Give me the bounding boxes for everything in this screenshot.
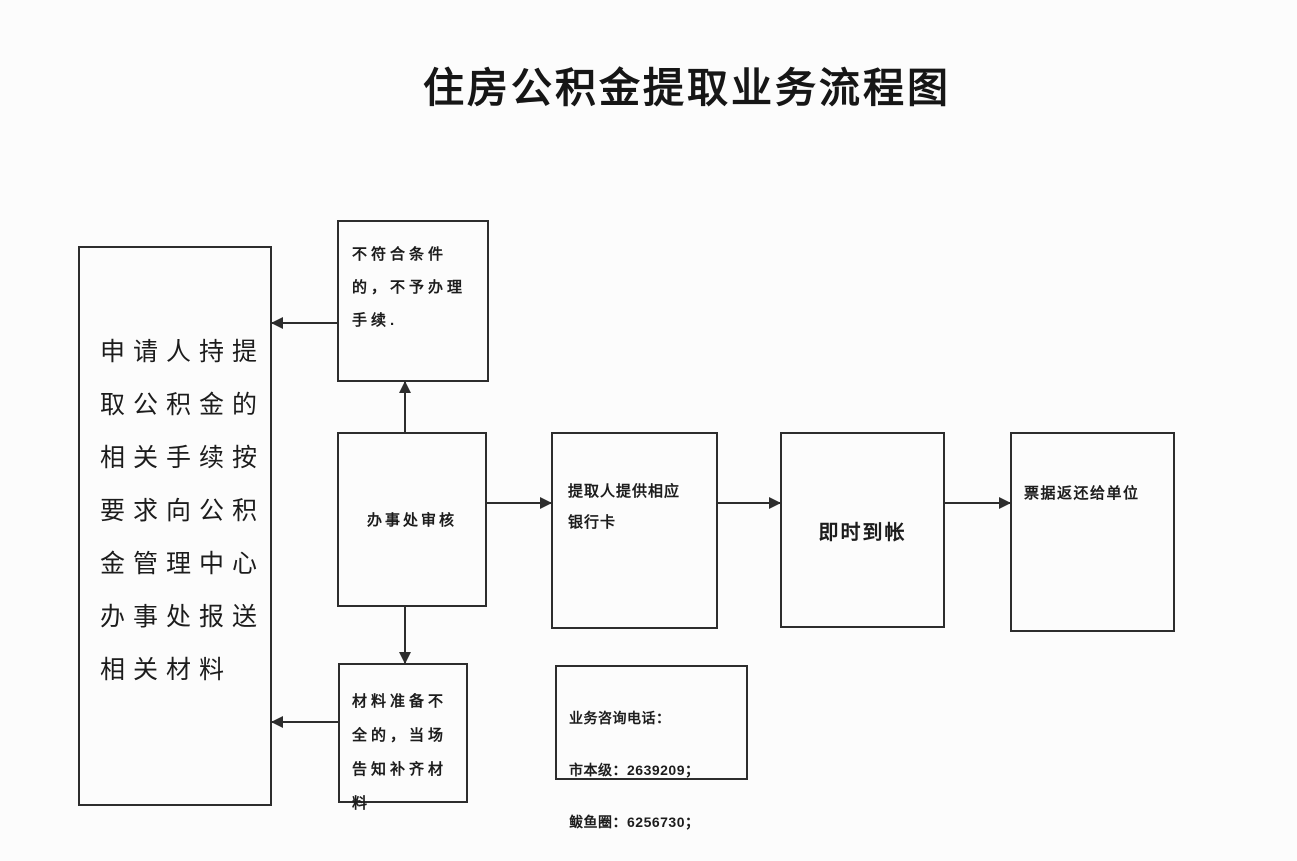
arrow-review-to-incomplete <box>399 607 411 664</box>
node-applicant-text: 申请人持提 取公积金的 相关手续按 要求向公积 金管理中心 办事处报送 相关材料 <box>100 338 266 684</box>
node-bank-card-text: 提取人提供相应 银行卡 <box>568 483 681 531</box>
arrow-instant-to-return <box>945 497 1011 509</box>
node-instant-credit: 即时到帐 <box>780 432 945 628</box>
node-incomplete-materials-text: 材料准备不 全的，当场 告知补齐材 料 <box>352 693 448 812</box>
node-hotline: 业务咨询电话： 市本级：2639209； 鲅鱼圈：6256730； <box>555 665 748 830</box>
arrow-review-to-reject <box>399 381 411 432</box>
arrow-bankcard-to-instant <box>718 497 781 509</box>
flowchart-page: 住房公积金提取业务流程图 申请人持提 取公积金的 相关手续按 要求向公积 金管理… <box>78 65 1175 830</box>
node-reject: 不符合条件 的，不予办理 手续. <box>337 220 489 382</box>
arrow-incomplete-to-applicant <box>271 716 338 728</box>
node-return-receipt-text: 票据返还给单位 <box>1024 485 1140 502</box>
hotline-line-bayuquan: 鲅鱼圈：6256730； <box>569 814 700 830</box>
node-office-review: 办事处审核 <box>337 432 487 607</box>
node-hotline-text: 业务咨询电话： 市本级：2639209； 鲅鱼圈：6256730； <box>557 667 746 861</box>
page-title: 住房公积金提取业务流程图 <box>423 65 951 111</box>
node-applicant-submission: 申请人持提 取公积金的 相关手续按 要求向公积 金管理中心 办事处报送 相关材料 <box>78 246 272 806</box>
node-incomplete-materials: 材料准备不 全的，当场 告知补齐材 料 <box>338 663 468 812</box>
node-return-receipt: 票据返还给单位 <box>1010 432 1175 632</box>
node-bank-card: 提取人提供相应 银行卡 <box>551 432 718 629</box>
node-reject-text: 不符合条件 的，不予办理 手续. <box>352 246 467 329</box>
node-instant-credit-text: 即时到帐 <box>818 521 907 544</box>
hotline-title: 业务咨询电话： <box>569 710 671 726</box>
node-office-review-text: 办事处审核 <box>366 512 457 529</box>
hotline-line-city: 市本级：2639209； <box>569 762 700 778</box>
arrow-reject-to-applicant <box>271 317 337 329</box>
arrow-review-to-bankcard <box>487 497 552 509</box>
